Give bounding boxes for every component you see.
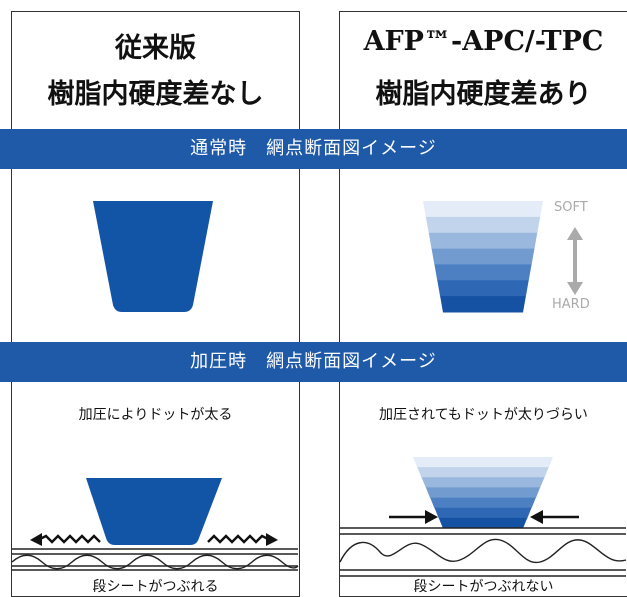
left-title-line1: 従来版 <box>115 33 196 64</box>
scale-soft-label: SOFT <box>554 200 588 215</box>
gradient-layer <box>434 264 532 281</box>
scale-hard-label: HARD <box>552 297 590 312</box>
gradient-layer <box>425 216 541 234</box>
left-pressure-caption: 加圧によりドットが太る <box>78 407 233 423</box>
gradient-layer <box>413 457 553 468</box>
zigzag-arrow-left-icon <box>30 533 101 546</box>
right-corrugated-sheet <box>339 527 627 577</box>
up-down-arrow-icon <box>567 227 583 295</box>
gradient-layer <box>428 232 538 250</box>
right-pressure-gradient-dot <box>413 457 553 529</box>
right-title-line2: 樹脂内硬度差あり <box>375 79 592 110</box>
gradient-layer <box>417 467 549 478</box>
right-title-line1: AFP™-APC/-TPC <box>363 26 604 57</box>
left-title-line2: 樹脂内硬度差なし <box>47 79 264 110</box>
gradient-layer <box>423 201 543 218</box>
gradient-layer <box>431 248 535 265</box>
arrow-left-icon <box>530 510 579 524</box>
gradient-layer <box>437 280 529 297</box>
left-corrugated-sheet <box>11 548 299 571</box>
right-pressure-caption: 加圧されてもドットが太りづらい <box>379 407 588 423</box>
gradient-layer <box>421 477 545 488</box>
gradient-layer <box>440 296 526 313</box>
zigzag-arrow-right-icon <box>207 533 278 546</box>
left-normal-dot <box>93 201 213 312</box>
banner-normal: 通常時 網点断面図イメージ <box>0 129 627 169</box>
gradient-layer <box>430 497 536 509</box>
right-normal-gradient-dot <box>423 201 543 313</box>
left-pressure-dot <box>86 478 222 545</box>
left-bottom-caption: 段シートがつぶれる <box>92 579 219 595</box>
banner-pressure: 加圧時 網点断面図イメージ <box>0 342 627 382</box>
right-bottom-caption: 段シートがつぶれない <box>413 579 554 595</box>
gradient-layer <box>438 517 528 529</box>
gradient-layer <box>434 507 532 519</box>
gradient-layer <box>425 487 541 499</box>
arrow-right-icon <box>389 510 438 524</box>
